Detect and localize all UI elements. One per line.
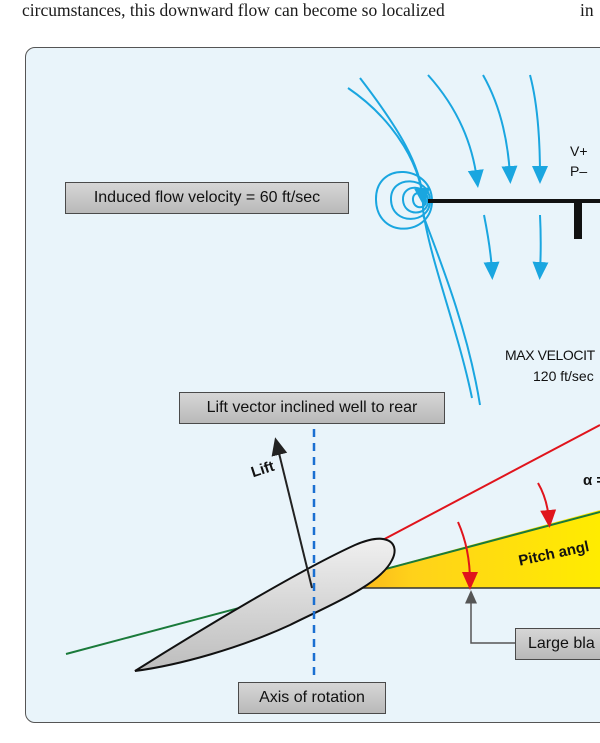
streamline-6 bbox=[532, 214, 549, 280]
streamline-5 bbox=[483, 214, 500, 280]
p-minus-label: P– bbox=[570, 163, 588, 179]
streamline-left-bend bbox=[347, 87, 473, 399]
large-blade-label-box: Large bla bbox=[515, 628, 600, 660]
axis-rotation-label-box: Axis of rotation bbox=[238, 682, 386, 714]
streamline-1 bbox=[359, 77, 431, 206]
v-plus-label: V+ bbox=[570, 143, 588, 159]
blade-tip-vortex-icon bbox=[374, 171, 433, 230]
body-text-right-fragment: in bbox=[580, 0, 594, 20]
axis-rotation-label: Axis of rotation bbox=[259, 689, 365, 706]
pitch-angle-arc bbox=[457, 521, 478, 590]
large-blade-label: Large bla bbox=[528, 635, 595, 652]
lift-vector-label-box: Lift vector inclined well to rear bbox=[179, 392, 445, 424]
alpha-arc bbox=[537, 482, 557, 528]
large-blade-leader bbox=[465, 590, 515, 644]
streamline-2 bbox=[427, 74, 484, 188]
body-text-main: circumstances, this downward flow can be… bbox=[22, 0, 445, 20]
rotor-blade-marker bbox=[574, 201, 582, 239]
streamline-3 bbox=[482, 74, 518, 184]
streamline-outer bbox=[422, 214, 481, 406]
lift-vector-label: Lift vector inclined well to rear bbox=[206, 399, 418, 416]
induced-flow-label: Induced flow velocity = 60 ft/sec bbox=[93, 189, 321, 206]
induced-flow-label-box: Induced flow velocity = 60 ft/sec bbox=[65, 182, 349, 214]
streamline-4 bbox=[529, 74, 548, 184]
max-velocity-label: MAX VELOCIT bbox=[505, 347, 595, 363]
body-text-line: circumstances, this downward flow can be… bbox=[22, 0, 600, 22]
airfoil-shape bbox=[134, 537, 396, 672]
alpha-label: α = bbox=[583, 472, 600, 489]
lift-vector-arrow bbox=[271, 437, 313, 589]
max-velocity-value: 120 ft/sec bbox=[533, 368, 594, 384]
